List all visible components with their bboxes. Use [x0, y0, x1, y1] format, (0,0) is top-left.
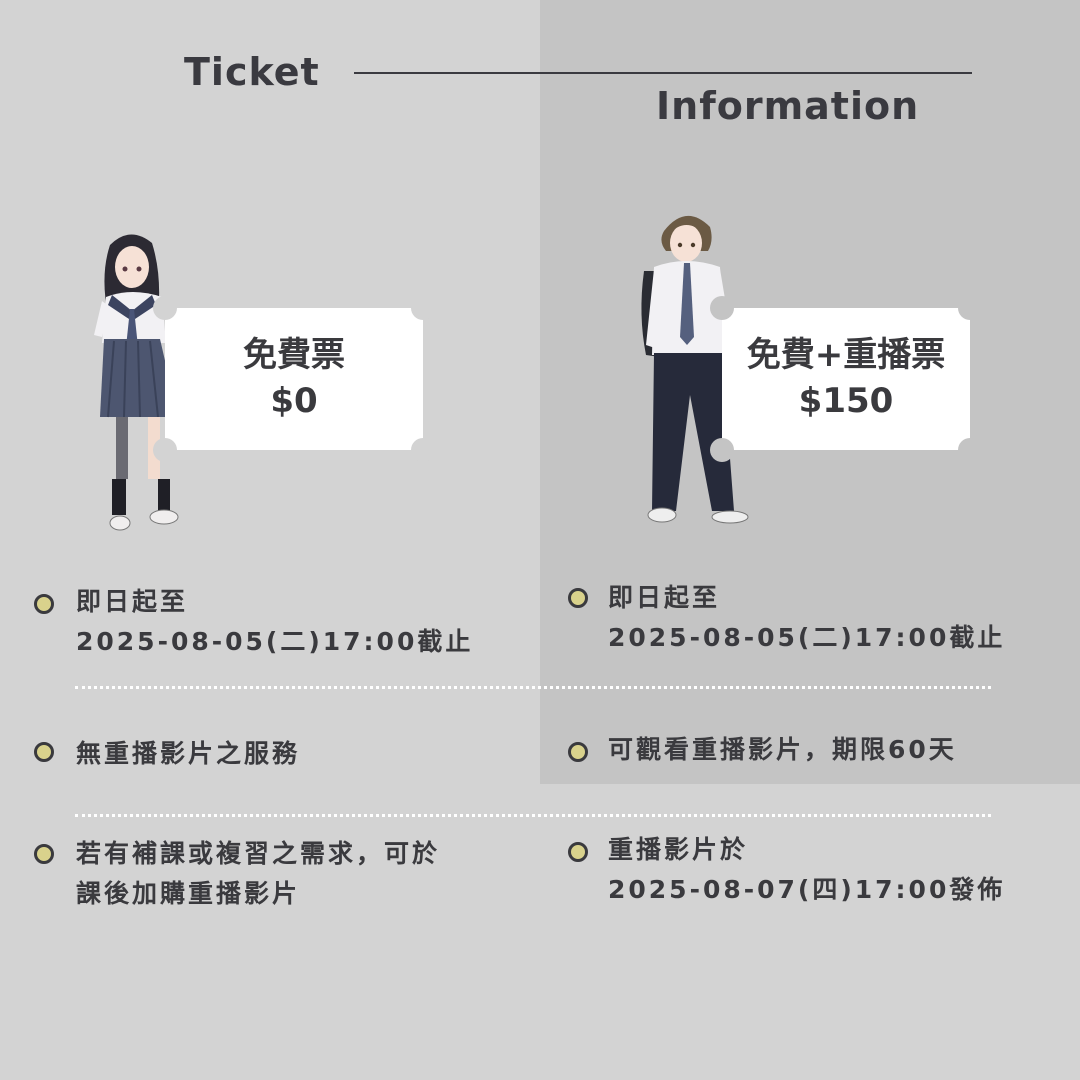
left-item-no-replay: 無重播影片之服務	[76, 734, 300, 774]
left-item-sale-period: 即日起至 2025-08-05(二)17:00截止	[76, 582, 473, 662]
ticket-notch	[710, 438, 734, 462]
bullet-dot	[568, 842, 588, 862]
ticket-notch	[411, 438, 435, 462]
free-ticket-price: $0	[270, 381, 318, 421]
title-ticket: Ticket	[184, 50, 320, 94]
ticket-notch	[710, 296, 734, 320]
dotted-divider	[75, 814, 991, 817]
right-item-replay-release-line1: 重播影片於	[608, 835, 749, 864]
ticket-notch	[958, 296, 982, 320]
title-information: Information	[656, 84, 920, 128]
ticket-notch	[411, 296, 435, 320]
right-item-sale-period-line1: 即日起至	[608, 583, 721, 612]
left-item-purchase-replay-line1: 若有補課或複習之需求，可於	[76, 839, 441, 868]
right-item-sale-period: 即日起至 2025-08-05(二)17:00截止	[608, 578, 1005, 658]
bullet-dot	[34, 844, 54, 864]
replay-ticket-name: 免費+重播票	[746, 335, 946, 376]
replay-ticket-price: $150	[798, 381, 894, 421]
left-item-purchase-replay-line2: 課後加購重播影片	[76, 879, 301, 908]
bullet-dot	[34, 742, 54, 762]
dotted-divider	[75, 686, 991, 689]
bullet-dot	[34, 594, 54, 614]
ticket-notch	[153, 296, 177, 320]
right-item-sale-period-line2: 2025-08-05(二)17:00截止	[608, 623, 1006, 652]
free-ticket-card: 免費票 $0	[153, 296, 435, 462]
free-ticket-name: 免費票	[243, 335, 345, 376]
right-item-replay-access: 可觀看重播影片，期限60天	[608, 730, 957, 770]
replay-ticket-card: 免費+重播票 $150	[710, 296, 982, 462]
bullet-dot	[568, 588, 588, 608]
right-item-replay-access-line1: 可觀看重播影片，期限60天	[608, 735, 957, 764]
title-rule	[354, 72, 972, 74]
right-item-replay-release: 重播影片於 2025-08-07(四)17:00發佈	[608, 830, 1005, 910]
right-item-replay-release-line2: 2025-08-07(四)17:00發佈	[608, 875, 1006, 904]
ticket-notch	[153, 438, 177, 462]
ticket-notch	[958, 438, 982, 462]
bullet-dot	[568, 742, 588, 762]
left-item-sale-period-line2: 2025-08-05(二)17:00截止	[76, 627, 474, 656]
left-item-sale-period-line1: 即日起至	[76, 587, 189, 616]
left-item-purchase-replay: 若有補課或複習之需求，可於 課後加購重播影片	[76, 834, 440, 914]
left-item-no-replay-line1: 無重播影片之服務	[76, 739, 301, 768]
student-girl-illustration	[94, 234, 179, 531]
